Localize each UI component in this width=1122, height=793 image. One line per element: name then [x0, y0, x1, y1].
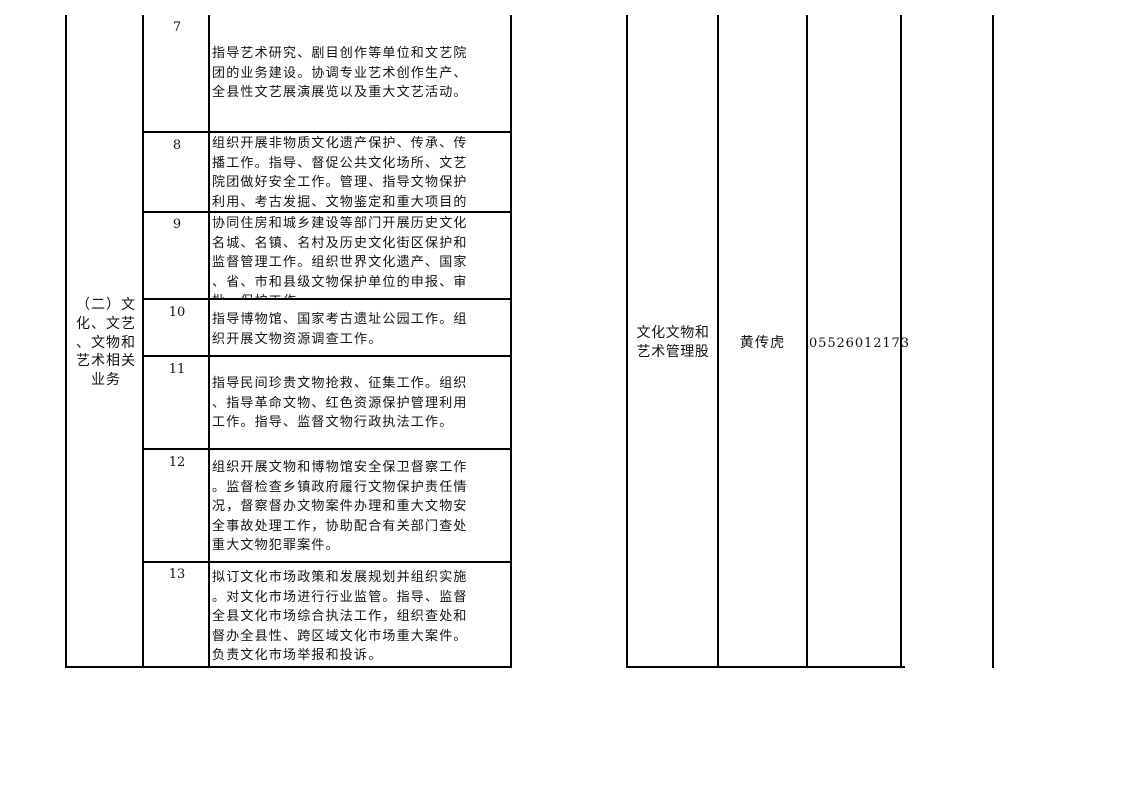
category-label: （二）文 化、文艺 、文物和 艺术相关 业务: [76, 297, 136, 389]
contact-phone: 05526012173: [809, 336, 910, 351]
table-bottom-border: [65, 666, 512, 668]
row-text-cell: 指导博物馆、国家考古遗址公园工作。组 织开展文物资源调查工作。: [212, 310, 508, 354]
row-text-cell: 组织开展非物质文化遗产保护、传承、传 播工作。指导、督促公共文化场所、文艺 院团…: [212, 134, 508, 210]
row-description: 指导艺术研究、剧目创作等单位和文艺院 团的业务建设。协调专业艺术创作生产、 全县…: [212, 46, 468, 101]
row-description: 指导博物馆、国家考古遗址公园工作。组 织开展文物资源调查工作。: [212, 312, 468, 347]
row-text-cell: 组织开展文物和博物馆安全保卫督察工作 。监督检查乡镇政府履行文物保护责任情 况，…: [212, 458, 508, 560]
table-border-left: [65, 15, 67, 668]
table-border-right: [510, 15, 512, 668]
row-number: 11: [168, 362, 186, 377]
row-divider: [142, 298, 512, 300]
row-divider: [142, 448, 512, 450]
row-description: 协同住房和城乡建设等部门开展历史文化 名城、名镇、名村及历史文化街区保护和 监督…: [212, 216, 468, 298]
table-divider-number: [208, 15, 210, 668]
right-table-border-right: [992, 15, 994, 668]
row-number: 13: [168, 567, 186, 582]
row-number: 8: [172, 138, 182, 153]
row-divider: [142, 561, 512, 563]
row-text-cell: 指导民间珍贵文物抢救、征集工作。组织 、指导革命文物、红色资源保护管理利用 工作…: [212, 374, 508, 446]
row-text-cell: 拟订文化市场政策和发展规划并组织实施 。对文化市场进行行业监管。指导、监督 全县…: [212, 568, 508, 666]
row-divider: [142, 211, 512, 213]
row-divider: [142, 355, 512, 357]
right-table-divider: [900, 15, 902, 668]
row-number: 7: [172, 20, 182, 35]
right-table-border-left: [626, 15, 628, 668]
row-number: 10: [168, 305, 186, 320]
right-table-bottom-border: [626, 666, 905, 668]
row-description: 组织开展文物和博物馆安全保卫督察工作 。监督检查乡镇政府履行文物保护责任情 况，…: [212, 460, 468, 554]
department-name: 文化文物和 艺术管理股: [636, 325, 710, 360]
row-description: 拟订文化市场政策和发展规划并组织实施 。对文化市场进行行业监管。指导、监督 全县…: [212, 570, 468, 664]
row-description: 组织开展非物质文化遗产保护、传承、传 播工作。指导、督促公共文化场所、文艺 院团…: [212, 136, 468, 210]
responsible-person: 黄传虎: [739, 335, 786, 351]
row-divider: [142, 131, 512, 133]
row-number: 9: [172, 217, 182, 232]
row-number: 12: [168, 455, 186, 470]
row-text-cell: 指导艺术研究、剧目创作等单位和文艺院 团的业务建设。协调专业艺术创作生产、 全县…: [212, 44, 508, 130]
row-text-cell: 协同住房和城乡建设等部门开展历史文化 名城、名镇、名村及历史文化街区保护和 监督…: [212, 214, 508, 298]
right-table-divider: [717, 15, 719, 668]
table-divider-category: [142, 15, 144, 668]
right-table-divider: [806, 15, 808, 668]
row-description: 指导民间珍贵文物抢救、征集工作。组织 、指导革命文物、红色资源保护管理利用 工作…: [212, 376, 468, 431]
